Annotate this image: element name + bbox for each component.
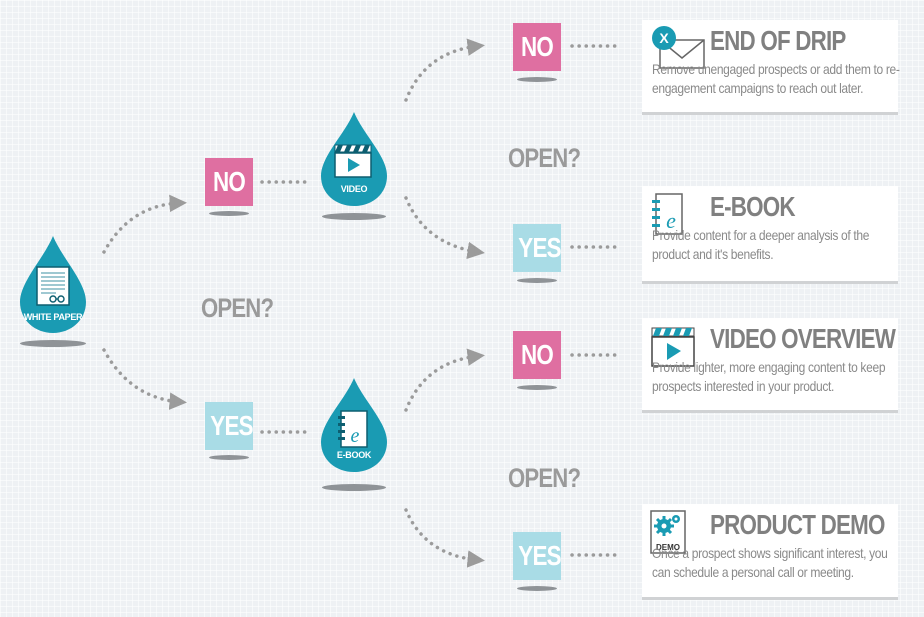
connector-ebook-no [404,348,485,412]
drop-video: VIDEO [319,112,389,207]
outcome-title: VIDEO OVERVIEW [710,323,896,354]
outcome-title: END OF DRIP [710,25,846,56]
answer-yes-video: YES [513,224,562,272]
clapperboard-icon [650,324,696,373]
condition-open-main: OPEN? [201,293,274,323]
connector-video-yes [404,196,485,260]
connector-whitepaper-no [102,194,187,254]
outcome-description: Provide content for a deeper analysis of… [652,227,870,262]
clapperboard-icon [334,144,372,183]
answer-no-ebook: NO [513,331,561,379]
answer-shadow [517,586,557,591]
envelope-x-icon: X [650,26,706,75]
document-icon [36,266,70,311]
outcome-description: Once a prospect shows significant intere… [652,545,888,580]
outcome-title: PRODUCT DEMO [710,509,885,540]
answer-shadow [517,278,557,283]
answer-yes-whitepaper: YES [205,402,254,450]
outcome-description: Remove unengaged prospects or add them t… [652,61,900,96]
connector-ebook-yes [404,508,485,568]
drop-label-ebook: E-BOOK [336,450,372,460]
answer-shadow [209,455,249,460]
answer-yes-ebook: YES [513,532,562,580]
svg-text:DEMO: DEMO [656,543,680,552]
drop-shadow [322,213,386,220]
drop-label-white-paper: WHITE PAPER [23,312,83,322]
condition-open-video: OPEN? [508,143,581,173]
answer-shadow [517,77,557,82]
ebook-icon: e [338,410,368,453]
answer-no-video: NO [513,23,561,71]
svg-text:e: e [666,208,676,233]
connector-video-no [404,38,485,102]
svg-text:X: X [659,30,669,46]
answer-shadow [209,211,249,216]
outcome-card-product-demo: DEMO PRODUCT DEMO Once a prospect shows … [642,504,898,600]
outcome-card-end-of-drip: X END OF DRIP Remove unengaged prospects… [642,20,900,115]
drop-label-video: VIDEO [340,184,368,194]
drop-shadow [20,340,86,347]
answer-no-whitepaper: NO [205,158,253,206]
svg-text:e: e [351,425,360,447]
gears-icon: DEMO [650,510,686,559]
drop-white-paper: WHITE PAPER [18,236,88,334]
outcome-title: E-BOOK [710,191,796,222]
drop-shadow [322,484,386,491]
answer-shadow [517,385,557,390]
outcome-card-video-overview: VIDEO OVERVIEW Provide lighter, more eng… [642,318,898,413]
connector-whitepaper-yes [102,348,187,410]
outcome-description: Provide lighter, more engaging content t… [652,359,886,394]
condition-open-ebook: OPEN? [508,463,581,493]
ebook-icon: e [650,192,684,241]
outcome-card-ebook: e E-BOOK Provide content for a deeper an… [642,186,898,284]
drop-ebook: e E-BOOK [319,378,389,473]
